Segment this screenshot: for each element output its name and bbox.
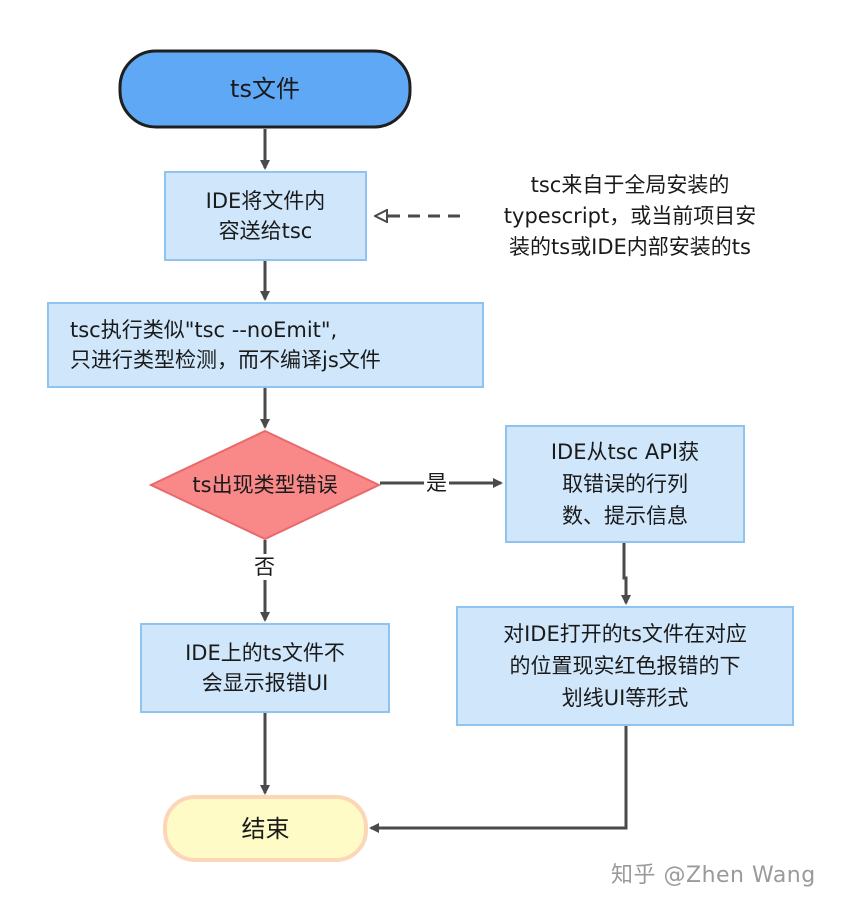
decision-label: ts出现类型错误	[192, 473, 338, 497]
edge-get-to-show	[621, 543, 631, 605]
edge-label-yes: 是	[424, 470, 449, 496]
start-node-shape	[118, 49, 412, 129]
send-to-tsc-label: IDE将文件内 容送给tsc	[205, 189, 326, 243]
send-to-tsc-box	[164, 171, 367, 261]
no-error-ui-label: IDE上的ts文件不 会显示报错UI	[185, 641, 345, 695]
end-node-shape	[163, 795, 368, 862]
no-error-ui-box	[140, 623, 390, 713]
decision-diamond	[148, 429, 382, 541]
show-errors-box	[456, 606, 794, 726]
edge-label-no: 否	[252, 554, 277, 580]
end-node-label: 结束	[241, 814, 290, 843]
get-errors-label: IDE从tsc API获 取错误的行列 数、提示信息	[550, 440, 700, 528]
watermark: 知乎 @Zhen Wang	[611, 863, 816, 888]
show-errors-label: 对IDE打开的ts文件在对应 的位置现实红色报错的下 划线UI等形式	[503, 622, 747, 710]
tsc-check-box	[47, 302, 484, 388]
start-node-label: ts文件	[230, 75, 300, 103]
get-errors-box	[505, 425, 745, 543]
edge-show-to-end	[369, 726, 628, 833]
tsc-source-note: tsc来自于全局安装的 typescript，或当前项目安 装的ts或IDE内部…	[503, 173, 757, 259]
tsc-check-label: tsc执行类似"tsc --noEmit", 只进行类型检测，而不编译js文件	[70, 318, 381, 372]
